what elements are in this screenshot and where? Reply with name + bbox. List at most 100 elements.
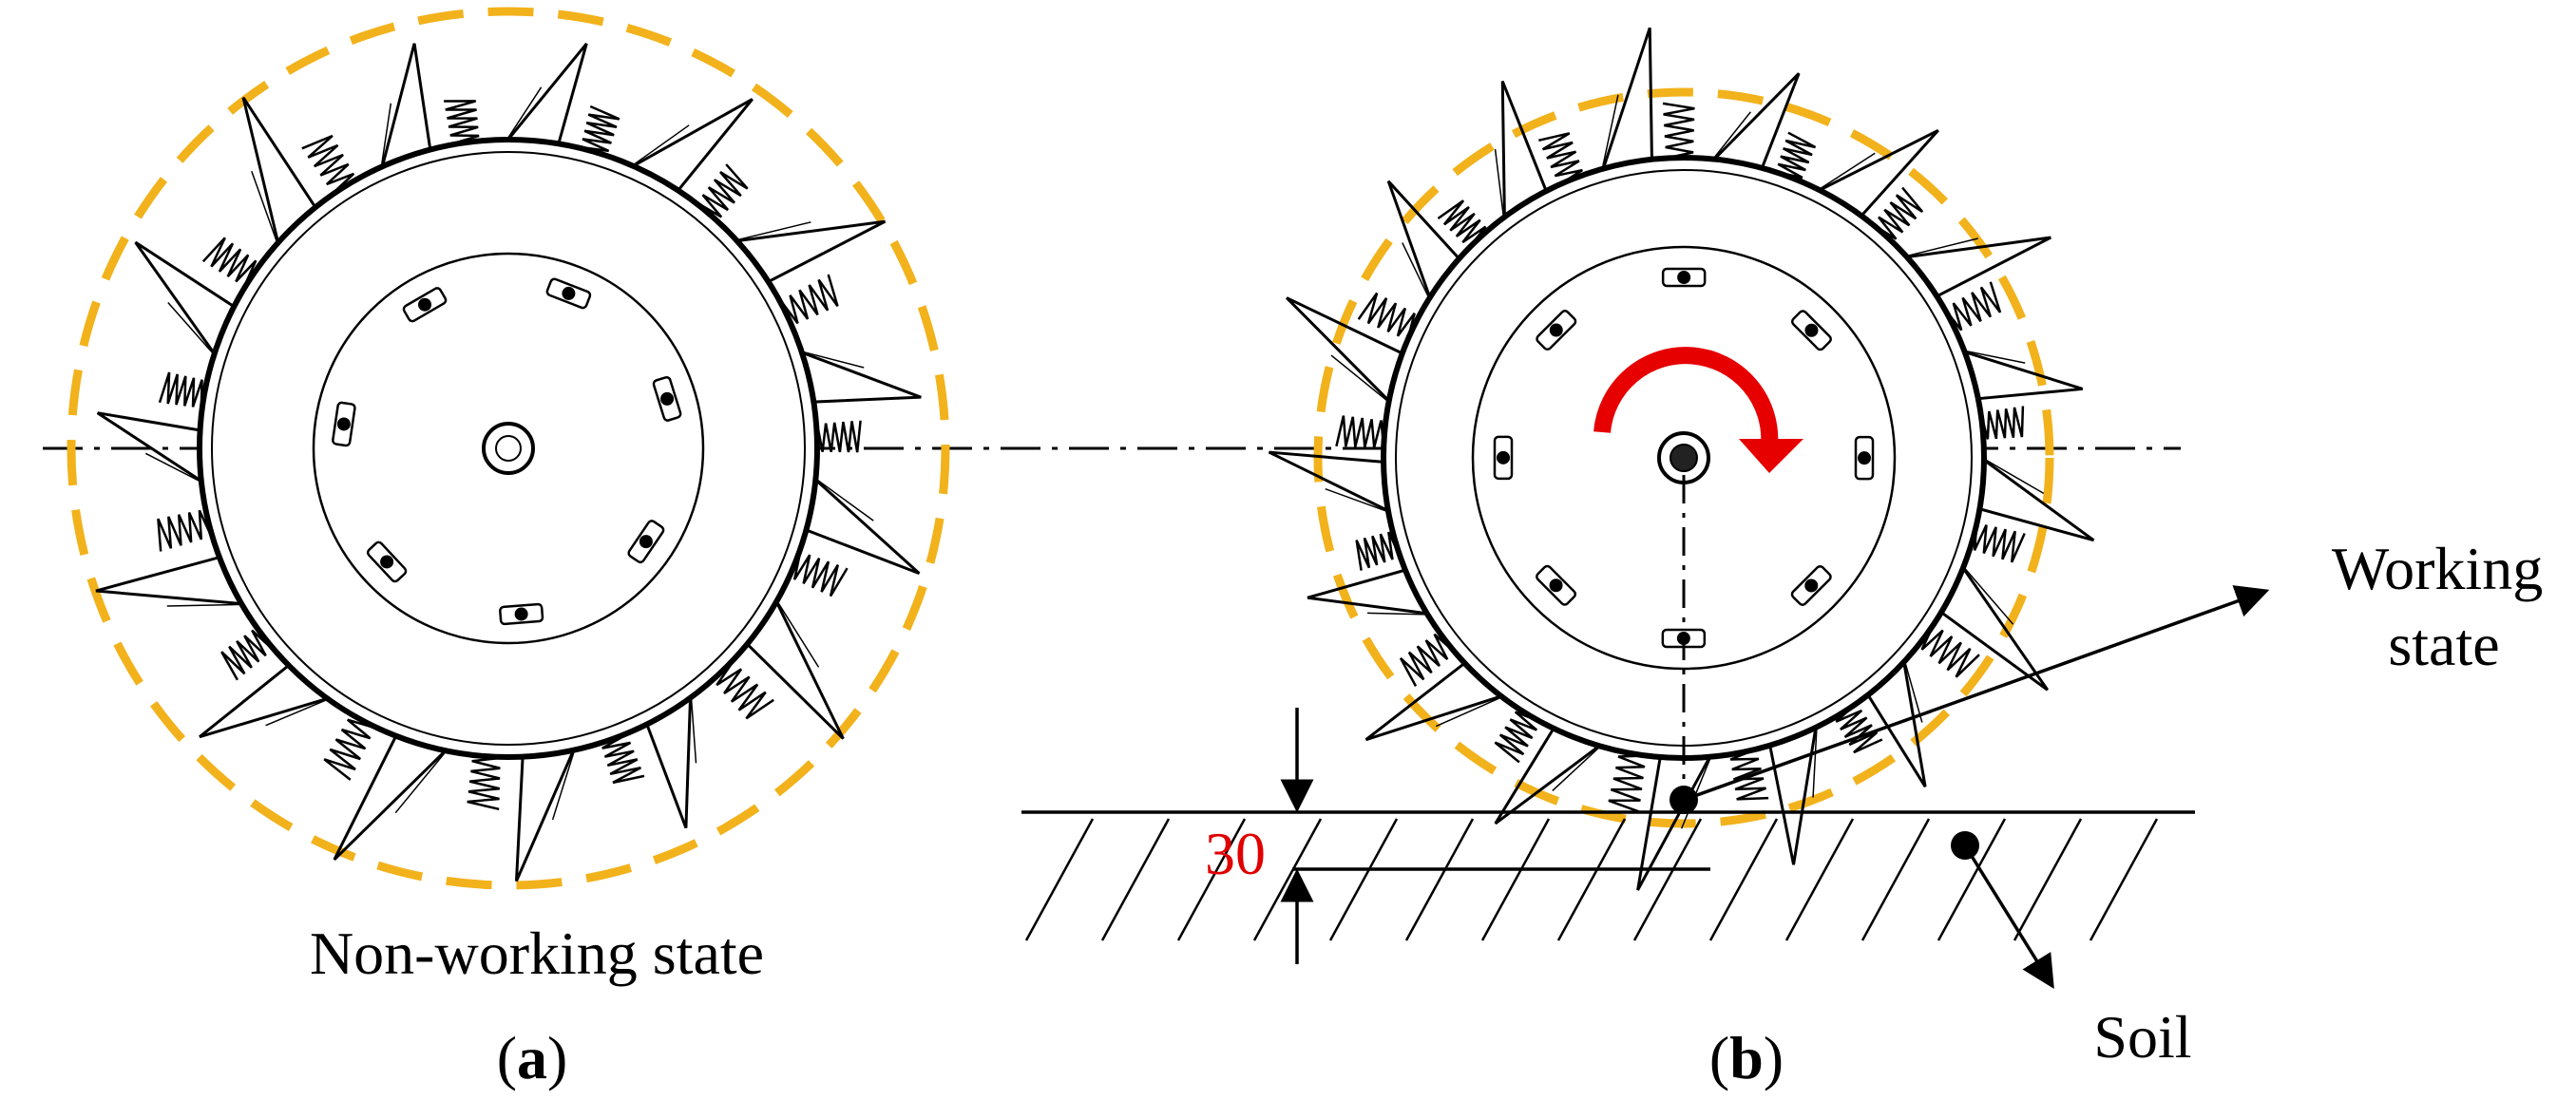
spring [201,237,258,288]
tine-edge [809,473,874,522]
tine-edge [625,124,690,171]
hatch-line [1176,818,1247,941]
bolts-b [1493,267,1875,649]
tine-edge [265,695,336,727]
tine [1971,451,2095,542]
bolt [336,417,351,431]
bolt [1804,323,1819,337]
bolt [1497,450,1510,465]
label-state: state [2388,611,2499,678]
spring [1357,292,1416,341]
axle-hole-b [1670,444,1698,472]
wheel-b [1268,27,2095,891]
spring [1494,711,1542,764]
hatch-line [1480,818,1551,941]
bolt [1858,451,1871,465]
bolt [1804,578,1819,593]
spring [1662,102,1695,160]
depth-value: 30 [1205,820,1266,887]
caption-a-letter: a [517,1024,547,1091]
spring [779,274,839,325]
tine-edge [1552,739,1608,792]
tine-edge [1494,149,1506,227]
arrow-soil-icon [1963,844,2054,989]
tine [514,740,580,882]
spring [1355,531,1402,571]
spring [580,104,620,153]
spring [1729,748,1769,801]
spring [601,733,645,785]
tine-edge [1975,453,2045,495]
rim-inner-a [211,151,806,746]
spring [815,420,862,453]
tine-edge [1812,718,1819,798]
label-non-working-state: Non-working state [310,920,764,987]
tine-edge [1599,94,1619,178]
envelope-circle-a [67,7,950,890]
spring [444,100,480,145]
caption-a: (a) [497,1024,568,1091]
tine-edge [502,86,543,147]
hatch-line [1024,818,1095,941]
spring [1973,522,2026,563]
bolt [562,286,576,300]
hatch-line [1937,818,2007,941]
spring [1920,623,1980,678]
tine-edge [772,594,820,668]
tine-edge [167,301,220,362]
caption-b-close: ) [1764,1024,1784,1091]
wheel-a [67,7,950,890]
caption-b-open: ( [1709,1024,1729,1091]
axle-hole-a [495,435,522,462]
spring [1943,281,2002,332]
tine-edge [1325,487,1398,516]
spring [158,371,203,408]
rotation-arrow-icon [1593,347,1779,447]
tine-edge [729,221,811,243]
hatch-line [2089,818,2159,941]
bolt [660,391,675,406]
spring [1538,132,1583,186]
tine [1268,450,1399,518]
tine-edge [690,689,697,764]
spring [301,134,355,195]
spring [792,551,849,597]
hatch-line [1784,818,1855,941]
label-working: Working [2332,535,2543,602]
bolt [380,555,394,569]
caption-b: (b) [1709,1024,1784,1091]
tine-edge [144,452,209,486]
bolt [1549,578,1563,593]
hatch-line [1860,818,1931,941]
hub-disc-b [1471,245,1897,671]
bolt [514,607,528,621]
tine-edge [551,742,578,821]
hatch-line [1404,818,1475,941]
spring [157,509,213,552]
tine-edge [251,170,281,252]
arrow-working-icon [1683,585,2270,802]
tine-edge [166,603,250,607]
tine-edge [1435,692,1511,728]
caption-a-close: ) [547,1024,567,1091]
hatch-line [1708,818,1779,941]
bolt [418,297,432,312]
hatch-line [2013,818,2083,941]
spring [1608,754,1647,813]
tine [499,43,588,152]
spring [220,629,275,681]
tines-b [1268,27,2095,891]
tine-edge [1898,237,1978,259]
spring [1979,406,2025,440]
hatch-line [1100,818,1171,941]
tine-edge [793,349,865,369]
spring [323,718,376,781]
hatch-line [1556,818,1627,941]
tine-edge [1956,559,2014,625]
spring [467,756,501,811]
spring [1835,702,1883,754]
bolts-a [332,277,682,626]
tine-edge [1810,152,1876,196]
tine-edge [379,103,392,176]
